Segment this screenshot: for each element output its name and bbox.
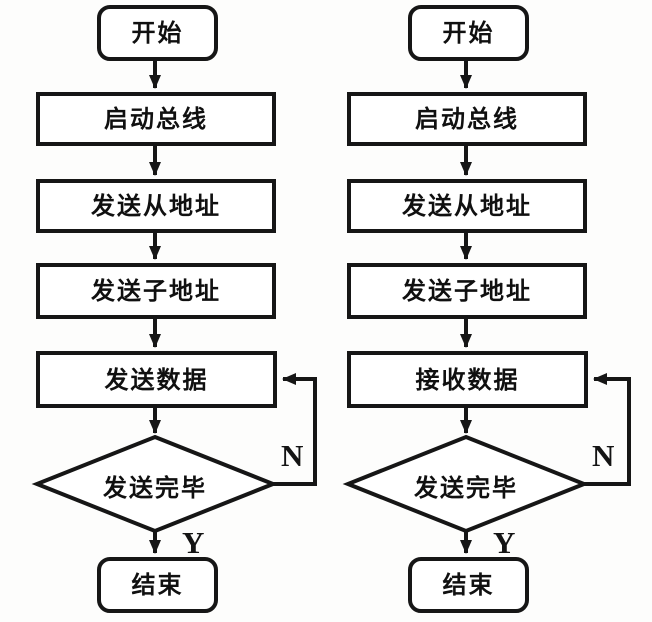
process-box-receive-data: 接收数据 [347,351,588,408]
connector-lines [342,61,631,554]
end-label: 结束 [442,571,495,599]
process-label: 发送子地址 [402,277,532,305]
process-box-start-bus: 启动总线 [347,92,587,146]
process-label: 启动总线 [104,105,208,133]
process-label: 发送数据 [104,365,209,394]
decision-label: 发送完毕 [371,466,561,504]
process-label: 启动总线 [415,105,519,133]
loop-no-branch [583,373,631,486]
start-label: 开始 [442,19,495,47]
end-label: 结束 [131,571,184,599]
start-label: 开始 [131,19,184,47]
connector-lines [31,61,317,554]
decision-text: 发送完毕 [103,473,207,502]
loop-no-branch [272,373,317,486]
process-label: 发送从地址 [402,192,532,220]
process-box-send-sub-address: 发送子地址 [347,263,587,319]
process-box-send-sub-address: 发送子地址 [36,263,276,319]
flowchart-receive-routine: 开始 启动总线 发送从地址 发送子地址 接收数据 发送完毕 N Y 结束 [311,0,652,622]
start-terminal: 开始 [408,5,529,61]
process-box-send-data: 发送数据 [36,351,277,408]
decision-label: 发送完毕 [60,466,250,504]
branch-label-yes: Y [493,525,516,560]
decision-diamond [342,434,590,534]
branch-label-yes: Y [182,525,205,560]
process-label: 发送从地址 [91,192,221,220]
branch-label-no: N [281,438,304,473]
decision-text: 发送完毕 [414,473,518,502]
start-terminal: 开始 [97,5,218,61]
flowchart-send-routine: 开始 启动总线 发送从地址 发送子地址 发送数据 发送完毕 N Y 结束 [31,5,317,613]
process-label: 发送子地址 [91,277,221,305]
process-box-start-bus: 启动总线 [36,92,276,146]
end-terminal: 结束 [97,557,218,613]
process-box-send-slave-address: 发送从地址 [347,179,587,233]
branch-label-no: N [592,438,615,473]
end-terminal: 结束 [408,557,529,613]
process-box-send-slave-address: 发送从地址 [36,179,276,233]
process-label: 接收数据 [415,365,520,394]
decision-diamond [31,434,279,534]
